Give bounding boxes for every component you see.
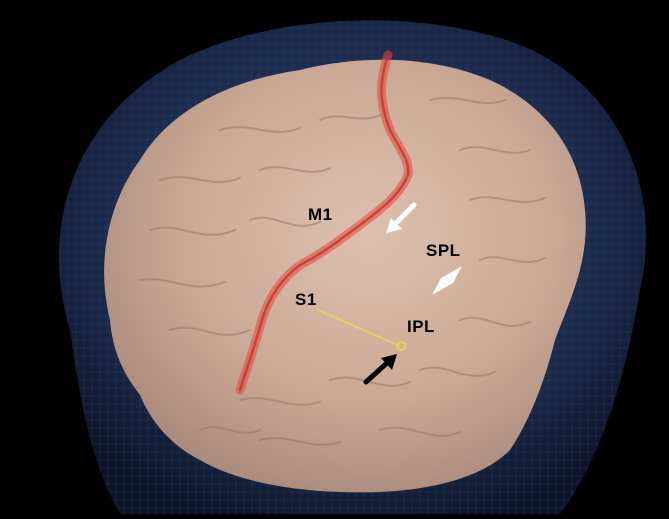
label-spl: SPL — [426, 241, 461, 260]
label-s1: S1 — [295, 290, 317, 309]
measurement-point — [396, 341, 406, 351]
label-m1: M1 — [308, 205, 333, 224]
white-arrow-icon — [386, 202, 417, 233]
label-ipl: IPL — [407, 317, 435, 336]
brain-surface — [104, 50, 586, 493]
black-arrow-icon — [363, 354, 397, 385]
measurement-line — [317, 309, 401, 347]
